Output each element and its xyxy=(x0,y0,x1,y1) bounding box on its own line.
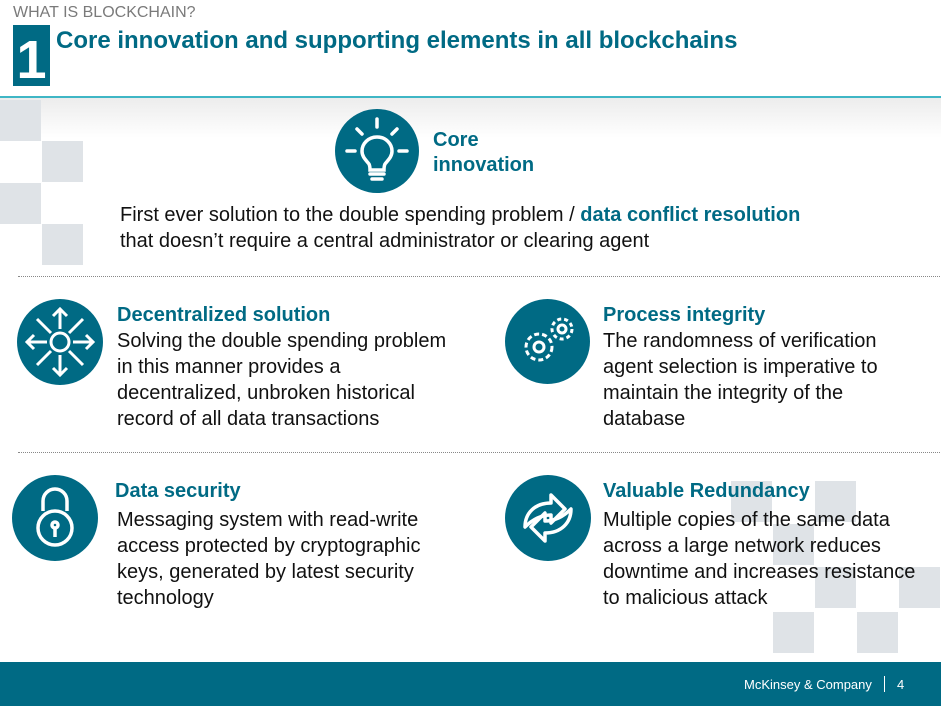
refresh-arrows-icon xyxy=(505,475,591,561)
element-title: Decentralized solution xyxy=(117,304,331,326)
element-title: Process integrity xyxy=(603,304,766,326)
padlock-icon xyxy=(12,475,98,561)
element-body: Solving the double spending problem in t… xyxy=(117,330,447,430)
element-body: Messaging system with read-write access … xyxy=(117,509,421,609)
footer-separator xyxy=(884,676,885,692)
header-shade xyxy=(0,98,941,138)
core-heading-1: Core xyxy=(433,129,479,151)
divider xyxy=(18,452,940,453)
core-text-1: First ever solution to the double spendi… xyxy=(120,204,581,226)
footer-brand: McKinsey & Company xyxy=(744,677,872,692)
gears-icon xyxy=(505,299,590,384)
core-description: First ever solution to the double spendi… xyxy=(120,202,810,254)
footer-bar xyxy=(0,662,941,706)
section-kicker: WHAT IS BLOCKCHAIN? xyxy=(13,4,196,21)
header-rule xyxy=(0,96,941,98)
lightbulb-icon xyxy=(335,109,419,193)
element-body: Multiple copies of the same data across … xyxy=(603,509,916,609)
page-number: 4 xyxy=(897,677,905,692)
element-title: Data security xyxy=(115,480,241,502)
decentralized-arrows-icon xyxy=(17,299,103,385)
element-body: The randomness of verification agent sel… xyxy=(603,330,878,430)
core-heading-2: innovation xyxy=(433,154,535,176)
page-title: Core innovation and supporting elements … xyxy=(56,27,738,54)
divider xyxy=(18,276,940,277)
section-number: 1 xyxy=(13,25,50,90)
element-title: Valuable Redundancy xyxy=(603,480,810,502)
core-text-bold: data conflict resolution xyxy=(580,204,801,226)
core-text-2: that doesn’t require a central administr… xyxy=(120,230,650,252)
